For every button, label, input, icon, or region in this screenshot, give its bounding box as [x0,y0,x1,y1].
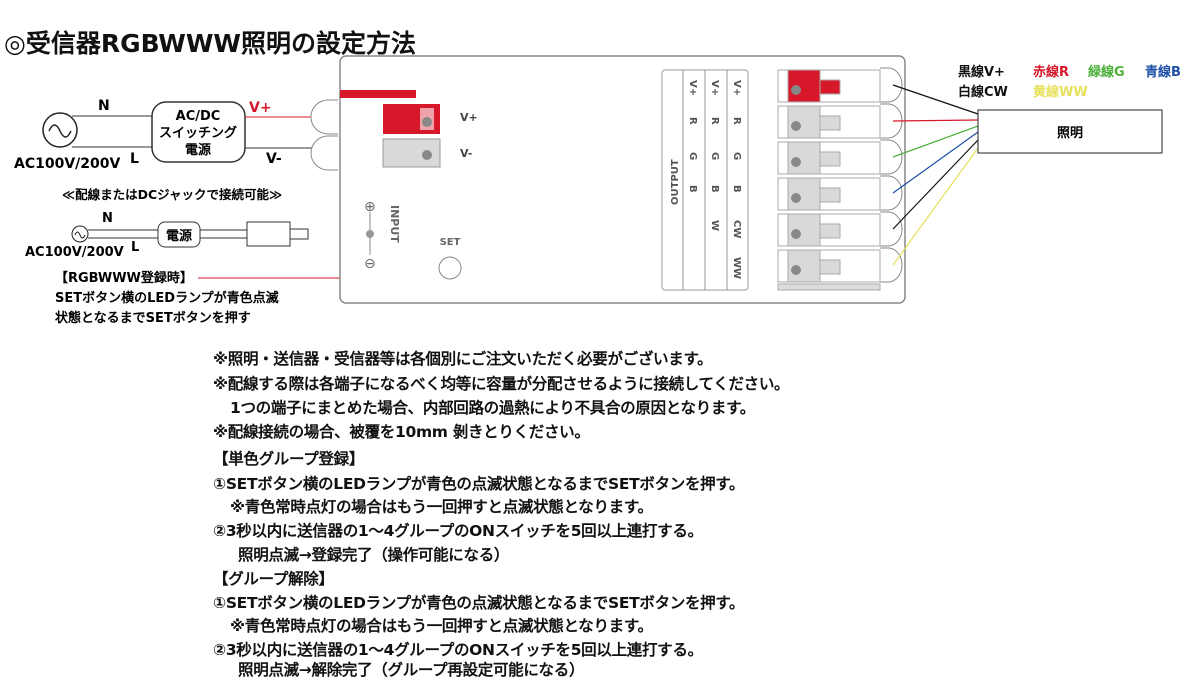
label-l: L [131,240,139,255]
legend-blue: 青線B [1145,64,1181,80]
label-ac: AC100V/200V [25,245,124,260]
wire [892,139,979,230]
register-line: 状態となるまでSETボタンを押す [55,310,251,326]
step-line: 照明点滅→登録完了（操作可能になる） [238,546,510,564]
sine-wave-icon [74,231,86,239]
legend-white: 白線CW [958,84,1008,100]
output-label: OUTPUT [670,159,681,205]
psu-box [151,101,246,163]
wire [892,131,979,194]
input-vminus-label: V- [460,147,472,160]
sine-wave-icon [48,124,72,138]
input-label: INPUT [388,205,401,243]
psu-line: 電源 [185,142,211,158]
minus-icon: ⊖ [364,256,376,272]
output-pin-label: R [731,117,742,125]
wire [892,125,979,158]
label-n: N [102,211,113,226]
legend-red: 赤線R [1033,64,1069,80]
input-vplus-label: V+ [460,111,478,124]
output-pin-label: CW [731,220,742,238]
wire [892,147,979,266]
wiring-diagram: ◎受信器RGBWWW照明の設定方法 N L AC100V/200V AC/DC … [4,29,1181,326]
terminal-bump [880,175,903,211]
dc-center-icon [366,230,374,238]
register-title: 【RGBWWW登録時】 [55,270,193,286]
step-line: ①SETボタン横のLEDランプが青色の点滅状態となるまでSETボタンを押す。 [213,475,745,493]
step-line: ②3秒以内に送信器の1～4グループのONスイッチを5回以上連打する。 [213,641,703,659]
terminal-bump [880,139,903,175]
input-terminals [310,99,441,171]
register-line: SETボタン横のLEDランプが青色点滅 [55,290,279,306]
psu-label: 電源 [166,228,192,244]
output-pin-label: R [687,117,698,125]
note-line: ※照明・送信器・受信器等は各個別にご注文いただく必要がございます。 [213,350,713,368]
ac-source-icon-small [71,225,89,243]
step-line: ①SETボタン横のLEDランプが青色の点滅状態となるまでSETボタンを押す。 [213,594,745,612]
output-pin-label: W [709,220,720,231]
output-pin-label: V+ [731,80,742,96]
plus-icon: ⊕ [364,199,376,215]
section-heading: 【単色グループ登録】 [213,450,365,468]
output-pin-label: V+ [687,80,698,96]
output-pin-label: B [709,185,720,193]
legend-green: 緑線G [1088,64,1125,80]
step-line: 照明点滅→解除完了（グループ再設定可能になる） [238,661,585,679]
output-pin-label: V+ [709,80,720,96]
output-pin-label: G [731,152,742,160]
label-vminus: V- [266,151,282,167]
output-pin-label: WW [731,257,742,279]
wire [892,119,979,122]
output-pin-label: R [709,117,720,125]
label-l: L [130,151,139,167]
ac-source-icon [42,112,78,148]
lighting-box [977,109,1163,154]
note-line: 1つの端子にまとめた場合、内部回路の過熱により不具合の原因となります。 [230,399,755,417]
output-pin-label: G [709,152,720,160]
legend-black: 黒線V+ [958,64,1005,80]
section-heading: 【グループ解除】 [213,570,334,588]
output-pin-label: G [687,152,698,160]
psu-line: AC/DC [176,109,221,124]
step-line: ※青色常時点灯の場合はもう一回押すと点滅状態となります。 [230,617,653,635]
psu-line: スイッチング [159,125,237,141]
label-n: N [98,98,110,114]
note-line: ※配線する際は各端子になるべく均等に容量が分配させるように接続してください。 [213,375,790,393]
set-button[interactable] [438,256,462,280]
step-line: ※青色常時点灯の場合はもう一回押すと点滅状態となります。 [230,498,653,516]
step-line: ②3秒以内に送信器の1～4グループのONスイッチを5回以上連打する。 [213,522,703,540]
receiver-body [339,55,906,304]
terminal-bump [880,247,903,283]
legend-yellow: 黄線WW [1033,84,1088,100]
output-pin-label: B [731,185,742,193]
output-pin-label: B [687,185,698,193]
lighting-label: 照明 [1057,126,1083,141]
alt-caption: ≪配線またはDCジャックで接続可能≫ [62,187,282,202]
label-vplus: V+ [249,100,272,116]
terminal-bump [880,67,903,103]
label-ac: AC100V/200V [14,156,121,172]
dc-jack-icon [246,221,291,247]
note-line: ※配線接続の場合、被覆を10mm 剝きとりください。 [213,423,590,441]
wire [892,84,979,115]
page-title: ◎受信器RGBWWW照明の設定方法 [4,29,416,58]
set-label: SET [440,237,461,248]
terminal-bump [880,211,903,247]
